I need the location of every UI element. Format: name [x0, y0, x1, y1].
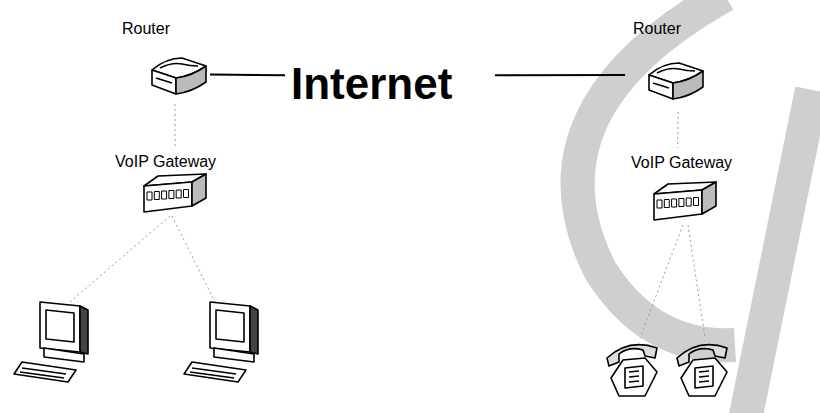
device-label: Router [122, 20, 170, 38]
device-label: VoIP Gateway [631, 154, 732, 172]
internet-link [495, 74, 625, 76]
wire [70, 216, 170, 302]
router-icon [148, 52, 210, 100]
telephone-icon [677, 345, 727, 396]
wire [172, 216, 215, 302]
gateway-icon [140, 172, 210, 217]
device-label: VoIP Gateway [115, 153, 216, 171]
watermark-arc [578, 0, 735, 345]
router-node: Router [625, 12, 720, 112]
lan-link [175, 104, 176, 148]
wire [640, 225, 683, 338]
computer-icon [14, 302, 88, 382]
wire [688, 225, 705, 338]
router-node: Router [110, 12, 210, 104]
gateway-node: VoIP Gateway [110, 148, 235, 220]
device-label: Router [633, 20, 681, 38]
watermark-stroke [745, 90, 812, 413]
computer-icon [184, 302, 258, 382]
internet-link [210, 74, 285, 77]
device-wires [70, 216, 705, 338]
network-label: Internet [291, 60, 452, 108]
gateway-icon [650, 180, 720, 225]
internet-label-node: Internet [285, 58, 495, 110]
router-icon [645, 57, 707, 105]
gateway-node: VoIP Gateway [625, 148, 760, 240]
watermark [578, 0, 812, 413]
telephone-icon [607, 345, 657, 396]
lan-link [677, 112, 679, 148]
